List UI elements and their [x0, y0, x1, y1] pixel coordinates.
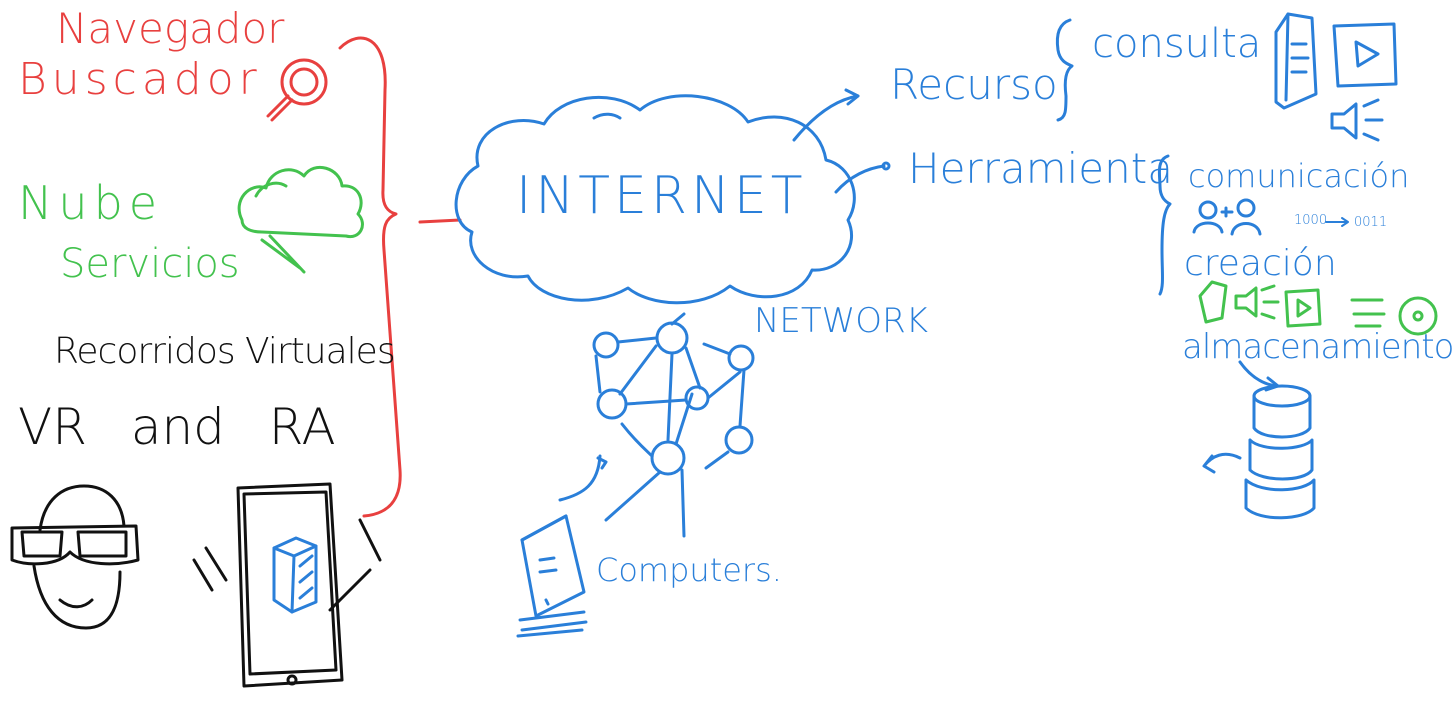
video-icon — [1332, 22, 1398, 88]
internet-cloud-shape — [454, 94, 856, 305]
binary-arrow — [1325, 217, 1349, 227]
recorridos-virtuales-label: Recorridos Virtuales — [54, 331, 396, 372]
computer-icon — [516, 514, 588, 638]
speaker-icon — [1330, 98, 1384, 142]
binary-to-label: 0011 — [1354, 215, 1388, 230]
buscador-label: Buscador — [18, 54, 262, 105]
database-icon — [1202, 360, 1316, 520]
network-label: NETWORK — [754, 301, 928, 341]
network-graph — [558, 312, 755, 538]
cube-icon — [272, 536, 318, 614]
consulta-label: consulta — [1092, 21, 1262, 67]
vr-ra-label: VR and RA — [18, 398, 336, 456]
ar-phone-icon — [192, 482, 382, 688]
creacion-icons — [1198, 280, 1438, 336]
recurso-label: Recurso — [890, 60, 1058, 109]
almacenamiento-label: almacenamiento — [1182, 327, 1452, 367]
internet-label: INTERNET — [516, 166, 807, 226]
comunicacion-label: comunicación — [1188, 157, 1410, 195]
cloud-icon — [237, 165, 364, 274]
brace-connector — [418, 218, 462, 224]
recurso-brace — [1055, 18, 1074, 122]
people-icon — [1192, 198, 1262, 236]
servicios-label: Servicios — [60, 241, 240, 287]
vr-goggles-icon — [10, 484, 140, 630]
herramienta-brace — [1157, 154, 1172, 296]
creacion-label: creación — [1184, 243, 1337, 284]
herramienta-label: Herramienta — [908, 144, 1173, 193]
computers-label: Computers. — [596, 551, 782, 589]
nube-label: Nube — [18, 176, 164, 230]
binary-from-label: 1000 — [1294, 213, 1328, 228]
book-icon — [1274, 12, 1318, 110]
navegador-label: Navegador — [56, 4, 285, 53]
magnifier-icon — [266, 58, 328, 122]
arrow-to-herramienta — [834, 161, 891, 194]
left-curly-brace — [338, 36, 402, 518]
arrow-to-recurso — [792, 88, 860, 142]
